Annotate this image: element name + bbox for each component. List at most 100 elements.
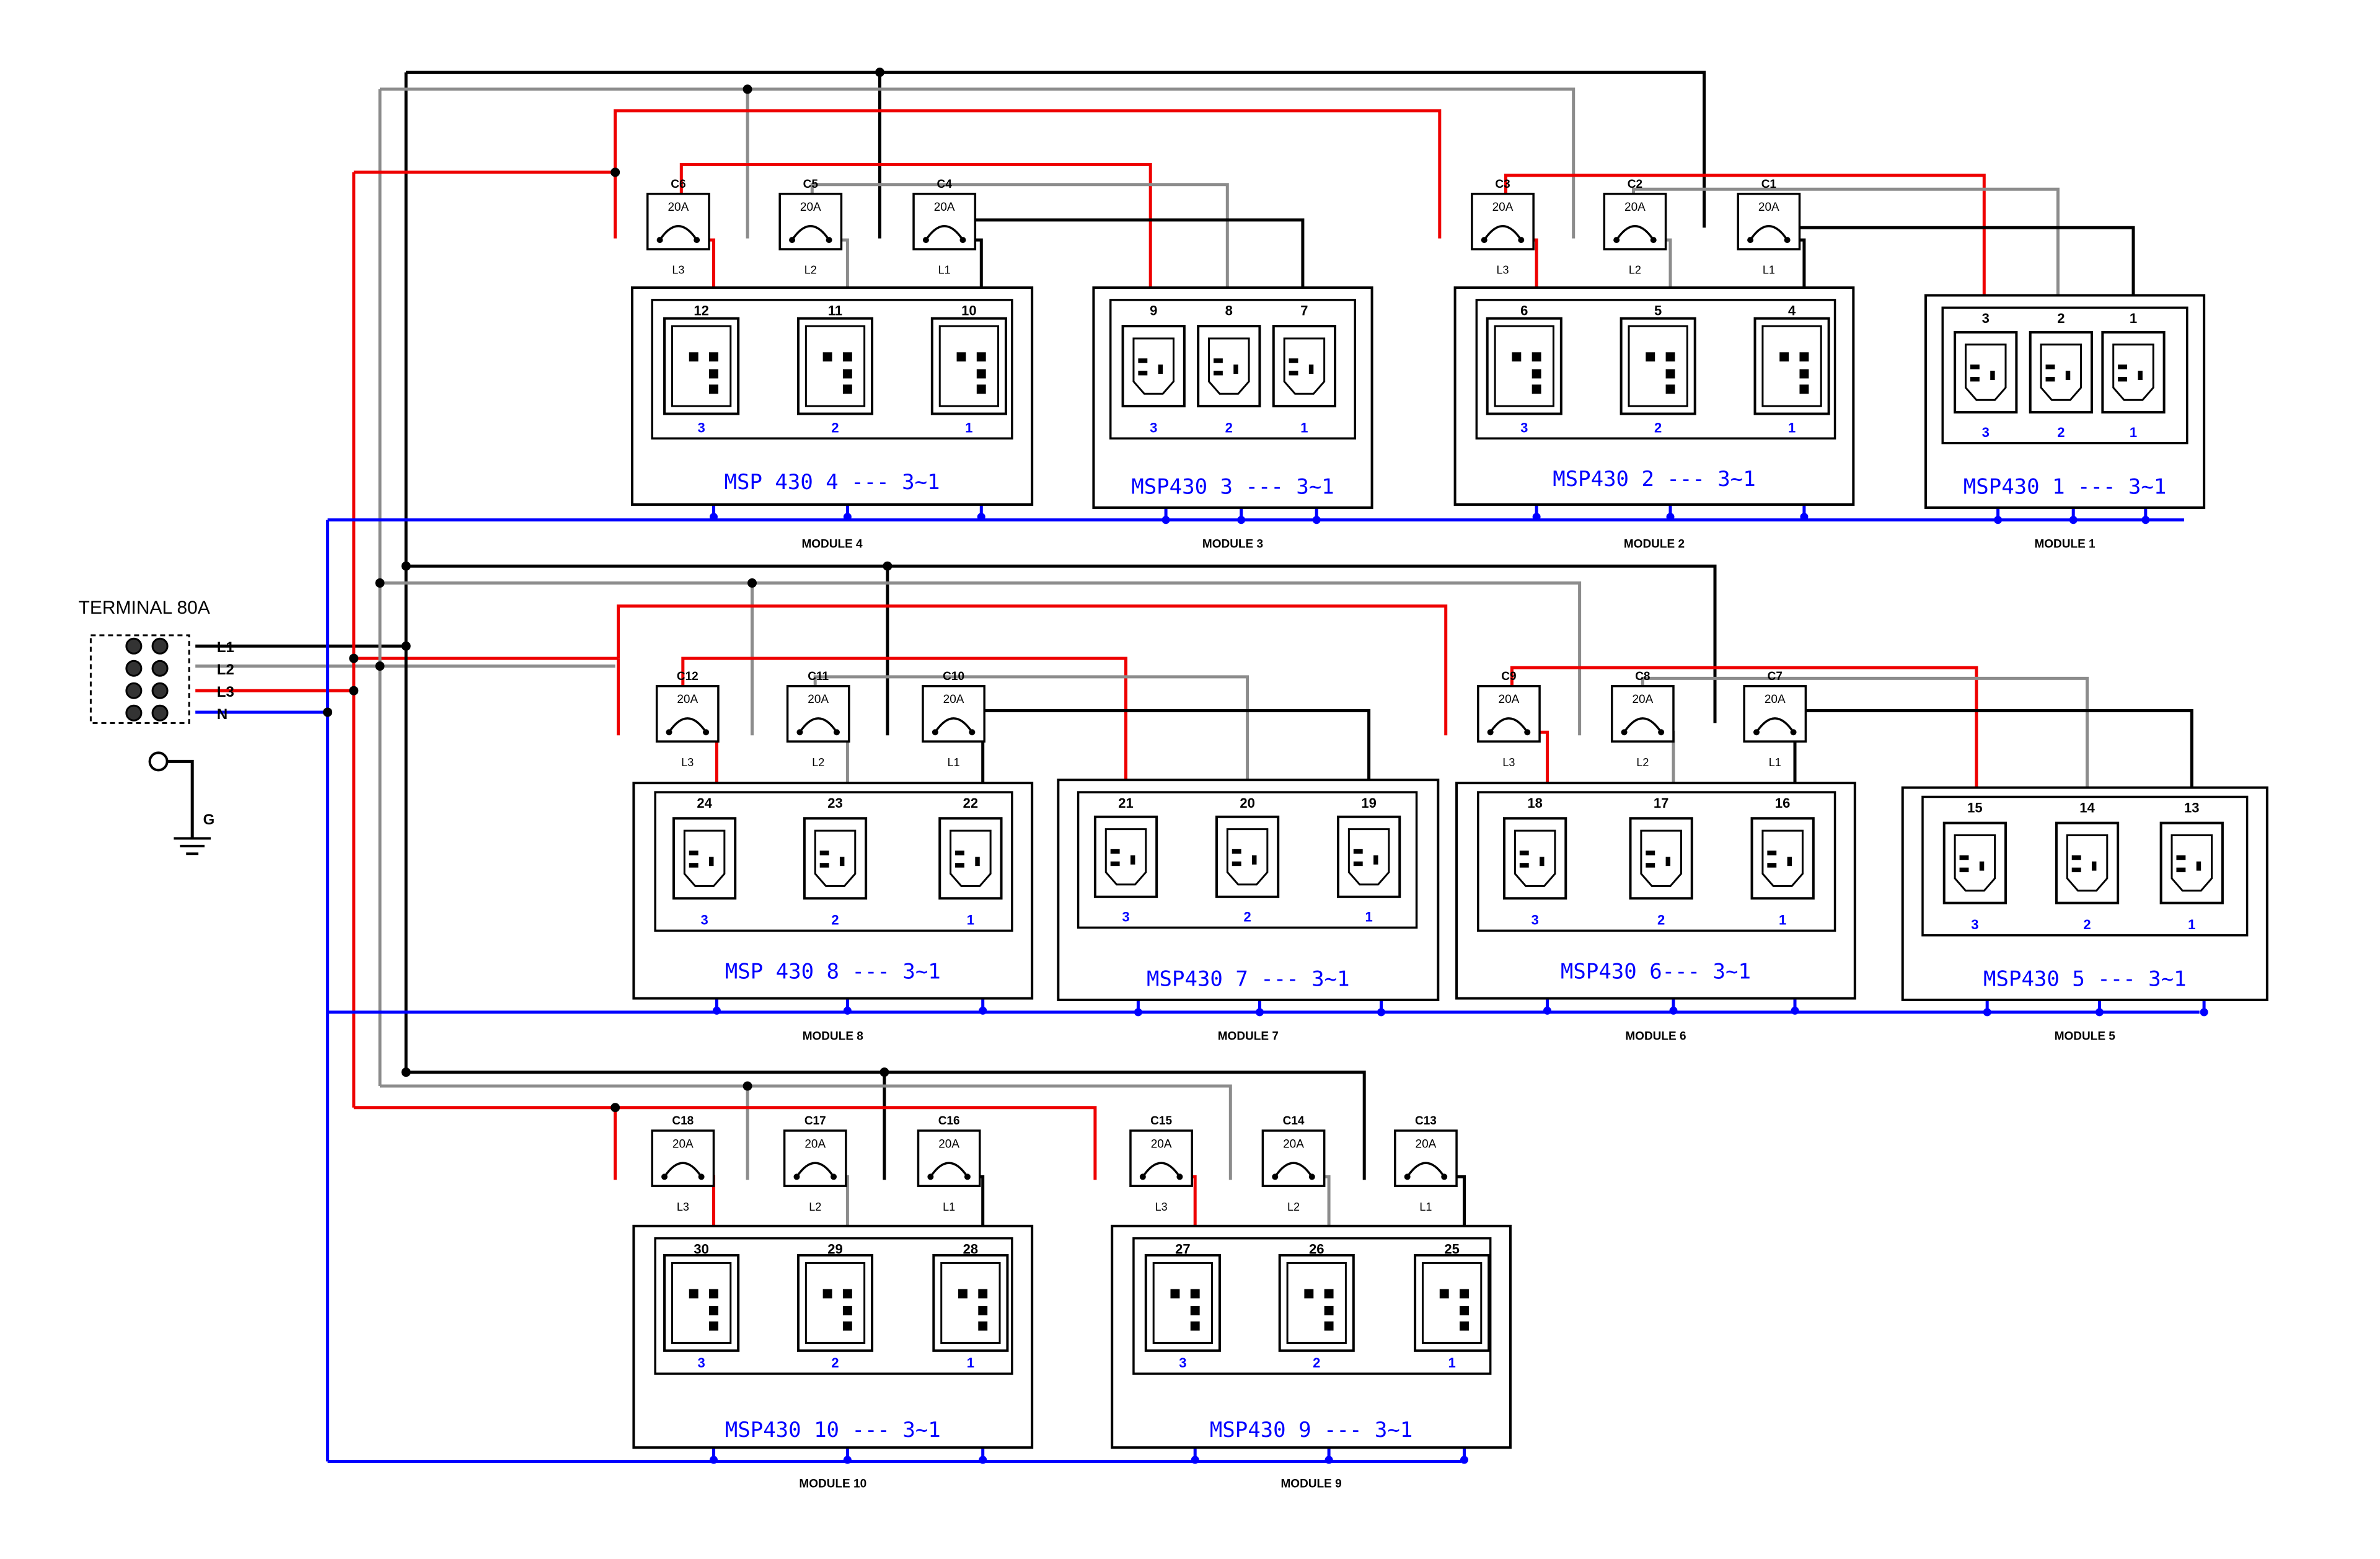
module-title: MSP430 6--- 3~1 <box>1561 959 1751 984</box>
socket-phase-label: 1 <box>967 1355 974 1371</box>
neutral-tap-dot <box>2200 1008 2208 1017</box>
c19-pin <box>842 352 852 362</box>
c19-pin <box>956 352 966 362</box>
neutral-tap-dot <box>1134 1008 1142 1017</box>
breaker-icon <box>663 1162 703 1178</box>
breaker-rating: 20A <box>668 201 689 214</box>
socket-phase-label: 2 <box>831 912 839 927</box>
wiring <box>158 68 2208 1464</box>
c13-pin <box>1665 857 1671 867</box>
c19-pin <box>842 384 852 394</box>
terminal-line-l3: L3 <box>217 684 234 700</box>
breaker-rating: 20A <box>1492 201 1514 214</box>
terminal-screw <box>125 660 143 677</box>
c13-pin <box>1990 371 1995 380</box>
module-label: MODULE 10 <box>799 1478 866 1491</box>
c13-pin <box>975 857 980 867</box>
breaker-phase: L1 <box>1419 1201 1432 1213</box>
c19-outlet-face <box>940 1261 1001 1344</box>
breaker-name: C4 <box>937 178 953 191</box>
c13-pin <box>955 850 964 855</box>
socket-phase-label: 3 <box>1150 420 1157 435</box>
module-title: MSP430 2 --- 3~1 <box>1553 467 1756 492</box>
breaker-name: C8 <box>1635 670 1650 683</box>
junction-dot <box>323 707 333 717</box>
c13-pin <box>1970 364 1980 369</box>
c19-pin <box>1532 384 1541 394</box>
breaker-contact <box>1613 237 1620 244</box>
load-l2-m7 <box>813 675 1250 788</box>
junction-dot <box>349 686 359 696</box>
breaker-contact <box>1272 1173 1279 1180</box>
c13-pin <box>955 863 964 868</box>
c19-pin <box>976 369 986 379</box>
neutral-tap-dot <box>979 1455 987 1464</box>
c13-pin <box>1767 850 1777 855</box>
breaker-phase: L3 <box>1155 1201 1168 1213</box>
c19-pin <box>1646 352 1655 362</box>
c19-outlet-face <box>671 1261 732 1344</box>
c19-pin <box>976 352 986 362</box>
breaker-rating: 20A <box>1765 693 1786 706</box>
load-l2-m5 <box>1641 676 2089 794</box>
c13-pin <box>1767 863 1777 868</box>
c19-pin <box>1190 1289 1200 1299</box>
socket-phase-label: 1 <box>1788 420 1796 435</box>
breaker-rating: 20A <box>808 693 829 706</box>
c13-pin <box>2196 861 2202 871</box>
rail-l3-mid <box>617 604 1448 736</box>
c13-outlet-face <box>1208 337 1250 395</box>
neutral-tap-dot <box>979 1006 987 1015</box>
outlet-number: 24 <box>697 795 712 811</box>
breaker-phase: L3 <box>1502 756 1515 769</box>
c19-outlet-face <box>1761 325 1822 407</box>
c13-pin <box>689 863 699 868</box>
socket-phase-label: 2 <box>1313 1355 1320 1371</box>
rail-l3-top <box>353 109 1442 239</box>
c13-outlet-face <box>1964 343 2007 401</box>
breaker-contact <box>796 729 803 736</box>
load-l1-m7 <box>953 709 1371 788</box>
breaker-contact <box>927 1173 934 1180</box>
c13-pin <box>1970 376 1980 382</box>
c13-pin <box>1646 863 1655 868</box>
breaker-name: C14 <box>1283 1115 1305 1128</box>
junction-dot <box>610 167 620 177</box>
c13-outlet-face <box>1954 834 1996 892</box>
module-title: MSP 430 4 --- 3~1 <box>725 470 940 495</box>
module-label: MODULE 3 <box>1202 537 1263 550</box>
c19-outlet-face <box>1421 1261 1483 1344</box>
neutral-tap-dot <box>2069 516 2078 524</box>
neutral-tap-dot <box>977 513 985 521</box>
breaker-name: C1 <box>1761 178 1777 191</box>
c19-pin <box>689 352 699 362</box>
c13-pin <box>1353 849 1363 854</box>
c19-pin <box>709 369 718 379</box>
breaker-phase: L2 <box>1629 264 1641 276</box>
c19-outlet-face <box>671 325 732 407</box>
c19-pin <box>1460 1289 1469 1299</box>
outlet-number: 21 <box>1118 795 1133 811</box>
c13-pin <box>689 850 699 855</box>
breaker-contact <box>826 237 832 244</box>
junction-dot <box>610 1103 620 1113</box>
c13-pin <box>1289 358 1298 363</box>
rail-l3-bot <box>353 1106 1097 1180</box>
socket-phase-label: 1 <box>1779 912 1786 927</box>
breaker-contact <box>793 1173 800 1180</box>
outlet-number: 17 <box>1654 795 1668 811</box>
neutral-tap-dot <box>1791 1006 1799 1015</box>
breaker-rating: 20A <box>677 693 698 706</box>
c19-pin <box>842 1289 852 1299</box>
outlet-number: 5 <box>1654 303 1662 319</box>
